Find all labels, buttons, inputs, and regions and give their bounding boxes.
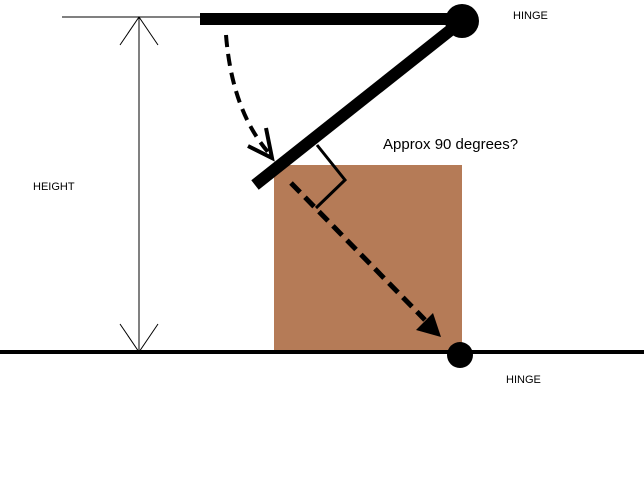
top-hinge-label: HINGE: [513, 10, 548, 22]
height-dimension-arrow: [119, 16, 159, 353]
lid-open-position: [251, 16, 466, 190]
height-label: HEIGHT: [33, 181, 75, 193]
bottom-hinge: [447, 342, 473, 368]
perpendicular-arrowhead: [416, 313, 441, 337]
perpendicular-arrow: [289, 181, 427, 322]
swing-arrow: [224, 34, 270, 154]
swing-arrowhead: [247, 127, 275, 162]
top-hinge: [445, 4, 479, 38]
bottom-hinge-label: HINGE: [506, 374, 541, 386]
right-angle-marker: [314, 144, 348, 210]
angle-question-label: Approx 90 degrees?: [383, 136, 519, 153]
